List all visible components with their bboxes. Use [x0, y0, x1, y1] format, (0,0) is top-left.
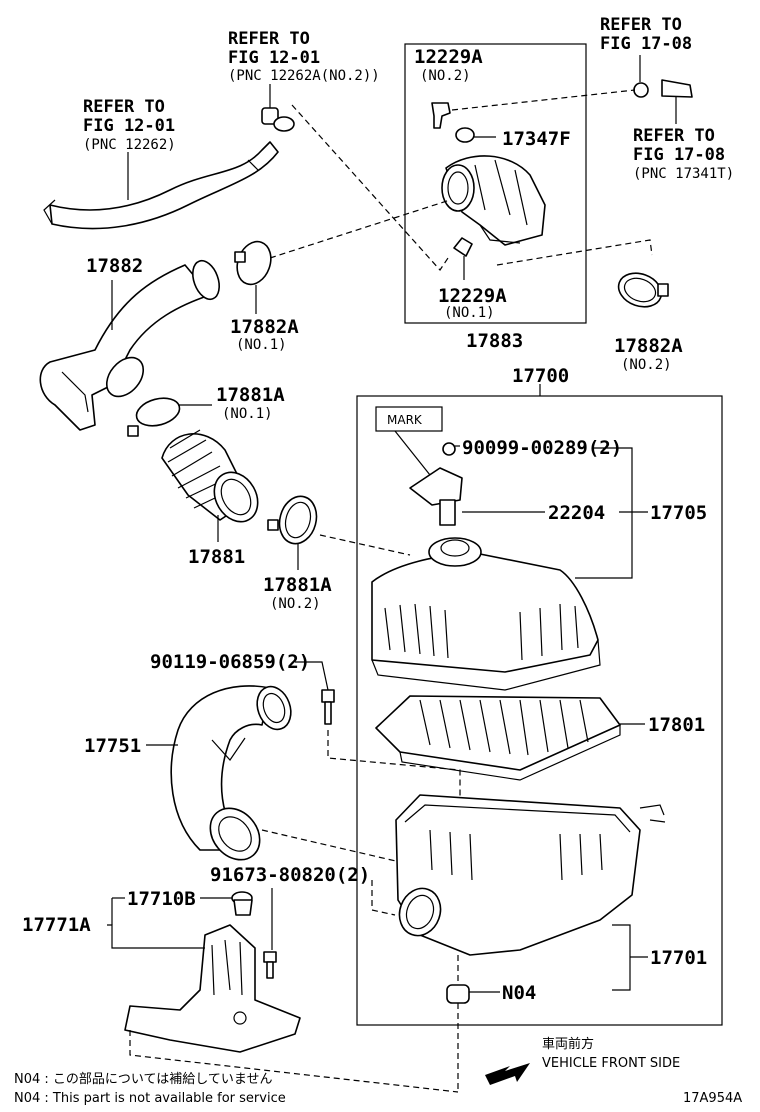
ref-line: (PNC 12262) [83, 137, 176, 153]
part-number: 12229A [438, 285, 507, 307]
leader-dash [269, 199, 451, 259]
clamp-17882a-no2-drawing [617, 272, 669, 308]
leader-line [394, 430, 431, 476]
mark-label: MARK [387, 413, 423, 427]
ref-line: (PNC 12262A(NO.2)) [228, 68, 380, 84]
label-17881a-no2[interactable]: 17881A (NO.2) [263, 574, 332, 612]
label-17882a-no2[interactable]: 17882A (NO.2) [614, 335, 683, 373]
connector-12229a-no2-drawing [431, 102, 451, 129]
part-number: 17882A [614, 335, 683, 357]
direction-label-jp: 車両前方 [542, 1036, 594, 1052]
note-jp: N04 : この部品については補給していません [14, 1072, 272, 1087]
label-n04[interactable]: N04 [502, 982, 536, 1004]
ref-fig-12-01-left[interactable]: REFER TO FIG 12-01 (PNC 12262) [83, 97, 176, 153]
part-sub: (NO.2) [621, 357, 672, 373]
label-17882[interactable]: 17882 [86, 255, 143, 277]
label-17881[interactable]: 17881 [188, 546, 245, 568]
label-12229a-no1[interactable]: 12229A (NO.1) [438, 285, 507, 321]
note-en: N04 : This part is not available for ser… [14, 1091, 286, 1106]
ref-fig-17-08-right[interactable]: REFER TO FIG 17-08 (PNC 17341T) [633, 126, 734, 182]
mark-box [375, 406, 443, 432]
label-90119-06859[interactable]: 90119-06859(2) [150, 651, 310, 673]
leader-dash [319, 534, 411, 556]
part-number: 17881A [216, 384, 285, 406]
grommet-n04-drawing [446, 984, 500, 1004]
sensor-22204-drawing [409, 442, 463, 526]
filter-17801-drawing [375, 695, 621, 781]
ref-fig-17-08-top[interactable]: REFER TO FIG 17-08 [600, 15, 692, 54]
part-sub: (NO.1) [236, 337, 287, 353]
ref-line: REFER TO [83, 97, 165, 117]
label-91673-80820[interactable]: 91673-80820(2) [210, 864, 370, 886]
hose-fitting-12262a-drawing [261, 84, 295, 132]
label-17700[interactable]: 17700 [512, 365, 569, 387]
ref-line: FIG 17-08 [633, 145, 725, 165]
label-17881a-no1[interactable]: 17881A (NO.1) [216, 384, 285, 422]
label-17771a[interactable]: 17771A [22, 914, 91, 936]
ref-line: REFER TO [600, 15, 682, 35]
leader-dash [496, 239, 653, 266]
label-22204[interactable]: 22204 [548, 502, 605, 524]
clip-17347f-drawing [455, 127, 496, 143]
label-90099-00289[interactable]: 90099-00289(2) [462, 437, 622, 459]
label-17882a-no1[interactable]: 17882A (NO.1) [230, 316, 299, 353]
leader-dash [291, 104, 449, 271]
ref-line: FIG 12-01 [83, 116, 175, 136]
part-sub: (NO.2) [270, 596, 321, 612]
group-box-17883 [404, 43, 587, 324]
leader-dash [371, 880, 396, 916]
hose-12262-drawing [43, 141, 279, 230]
ref-line: REFER TO [228, 29, 310, 49]
part-sub: (NO.1) [444, 305, 495, 321]
part-number: 12229A [414, 46, 483, 68]
ref-line: FIG 12-01 [228, 48, 320, 68]
clamp-17881a-no1-drawing [127, 397, 212, 437]
ref-line: FIG 17-08 [600, 34, 692, 54]
label-17347f[interactable]: 17347F [502, 128, 571, 150]
label-17751[interactable]: 17751 [84, 735, 141, 757]
part-number: 17881A [263, 574, 332, 596]
clamp-17882a-no1-drawing [234, 240, 272, 314]
ref-line: (PNC 17341T) [633, 166, 734, 182]
part-number: 17882A [230, 316, 299, 338]
label-17710b[interactable]: 17710B [127, 888, 196, 910]
leader-dash [129, 1030, 459, 1093]
case-17701-drawing [395, 794, 666, 956]
fitting-17-08-drawing [633, 55, 693, 124]
bolt-91673-drawing [263, 888, 277, 979]
direction-label-en: VEHICLE FRONT SIDE [542, 1056, 680, 1071]
bellows-17881-drawing [161, 429, 259, 542]
cap-17705-drawing [371, 537, 601, 691]
label-12229a-no2[interactable]: 12229A (NO.2) [414, 46, 483, 84]
bracket-17771a-drawing [124, 924, 301, 1053]
part-sub: (NO.1) [222, 406, 273, 422]
ref-line: REFER TO [633, 126, 715, 146]
leader-dash [451, 89, 636, 111]
leader-line [575, 447, 633, 579]
part-sub: (NO.2) [420, 68, 471, 84]
label-17701[interactable]: 17701 [650, 947, 707, 969]
connector-12229a-no1-drawing [453, 237, 473, 280]
leader-line [612, 924, 631, 991]
grommet-17710b-drawing [231, 891, 253, 916]
figure-id: 17A954A [683, 1091, 742, 1106]
vehicle-front-arrow-icon [485, 1063, 530, 1085]
leader-line [107, 924, 205, 949]
label-17705[interactable]: 17705 [650, 502, 707, 524]
label-17883[interactable]: 17883 [466, 330, 523, 352]
clamp-17881a-no2-drawing [267, 495, 318, 570]
ref-fig-12-01-top[interactable]: REFER TO FIG 12-01 (PNC 12262A(NO.2)) [228, 29, 380, 84]
bolt-90119-drawing [295, 661, 335, 725]
leader-dash [327, 730, 461, 808]
intake-duct-17882-drawing [39, 259, 220, 431]
air-hose-17883-drawing [441, 155, 546, 246]
leader-dash [261, 829, 401, 863]
duct-17751-drawing [170, 685, 292, 861]
label-17801[interactable]: 17801 [648, 714, 705, 736]
